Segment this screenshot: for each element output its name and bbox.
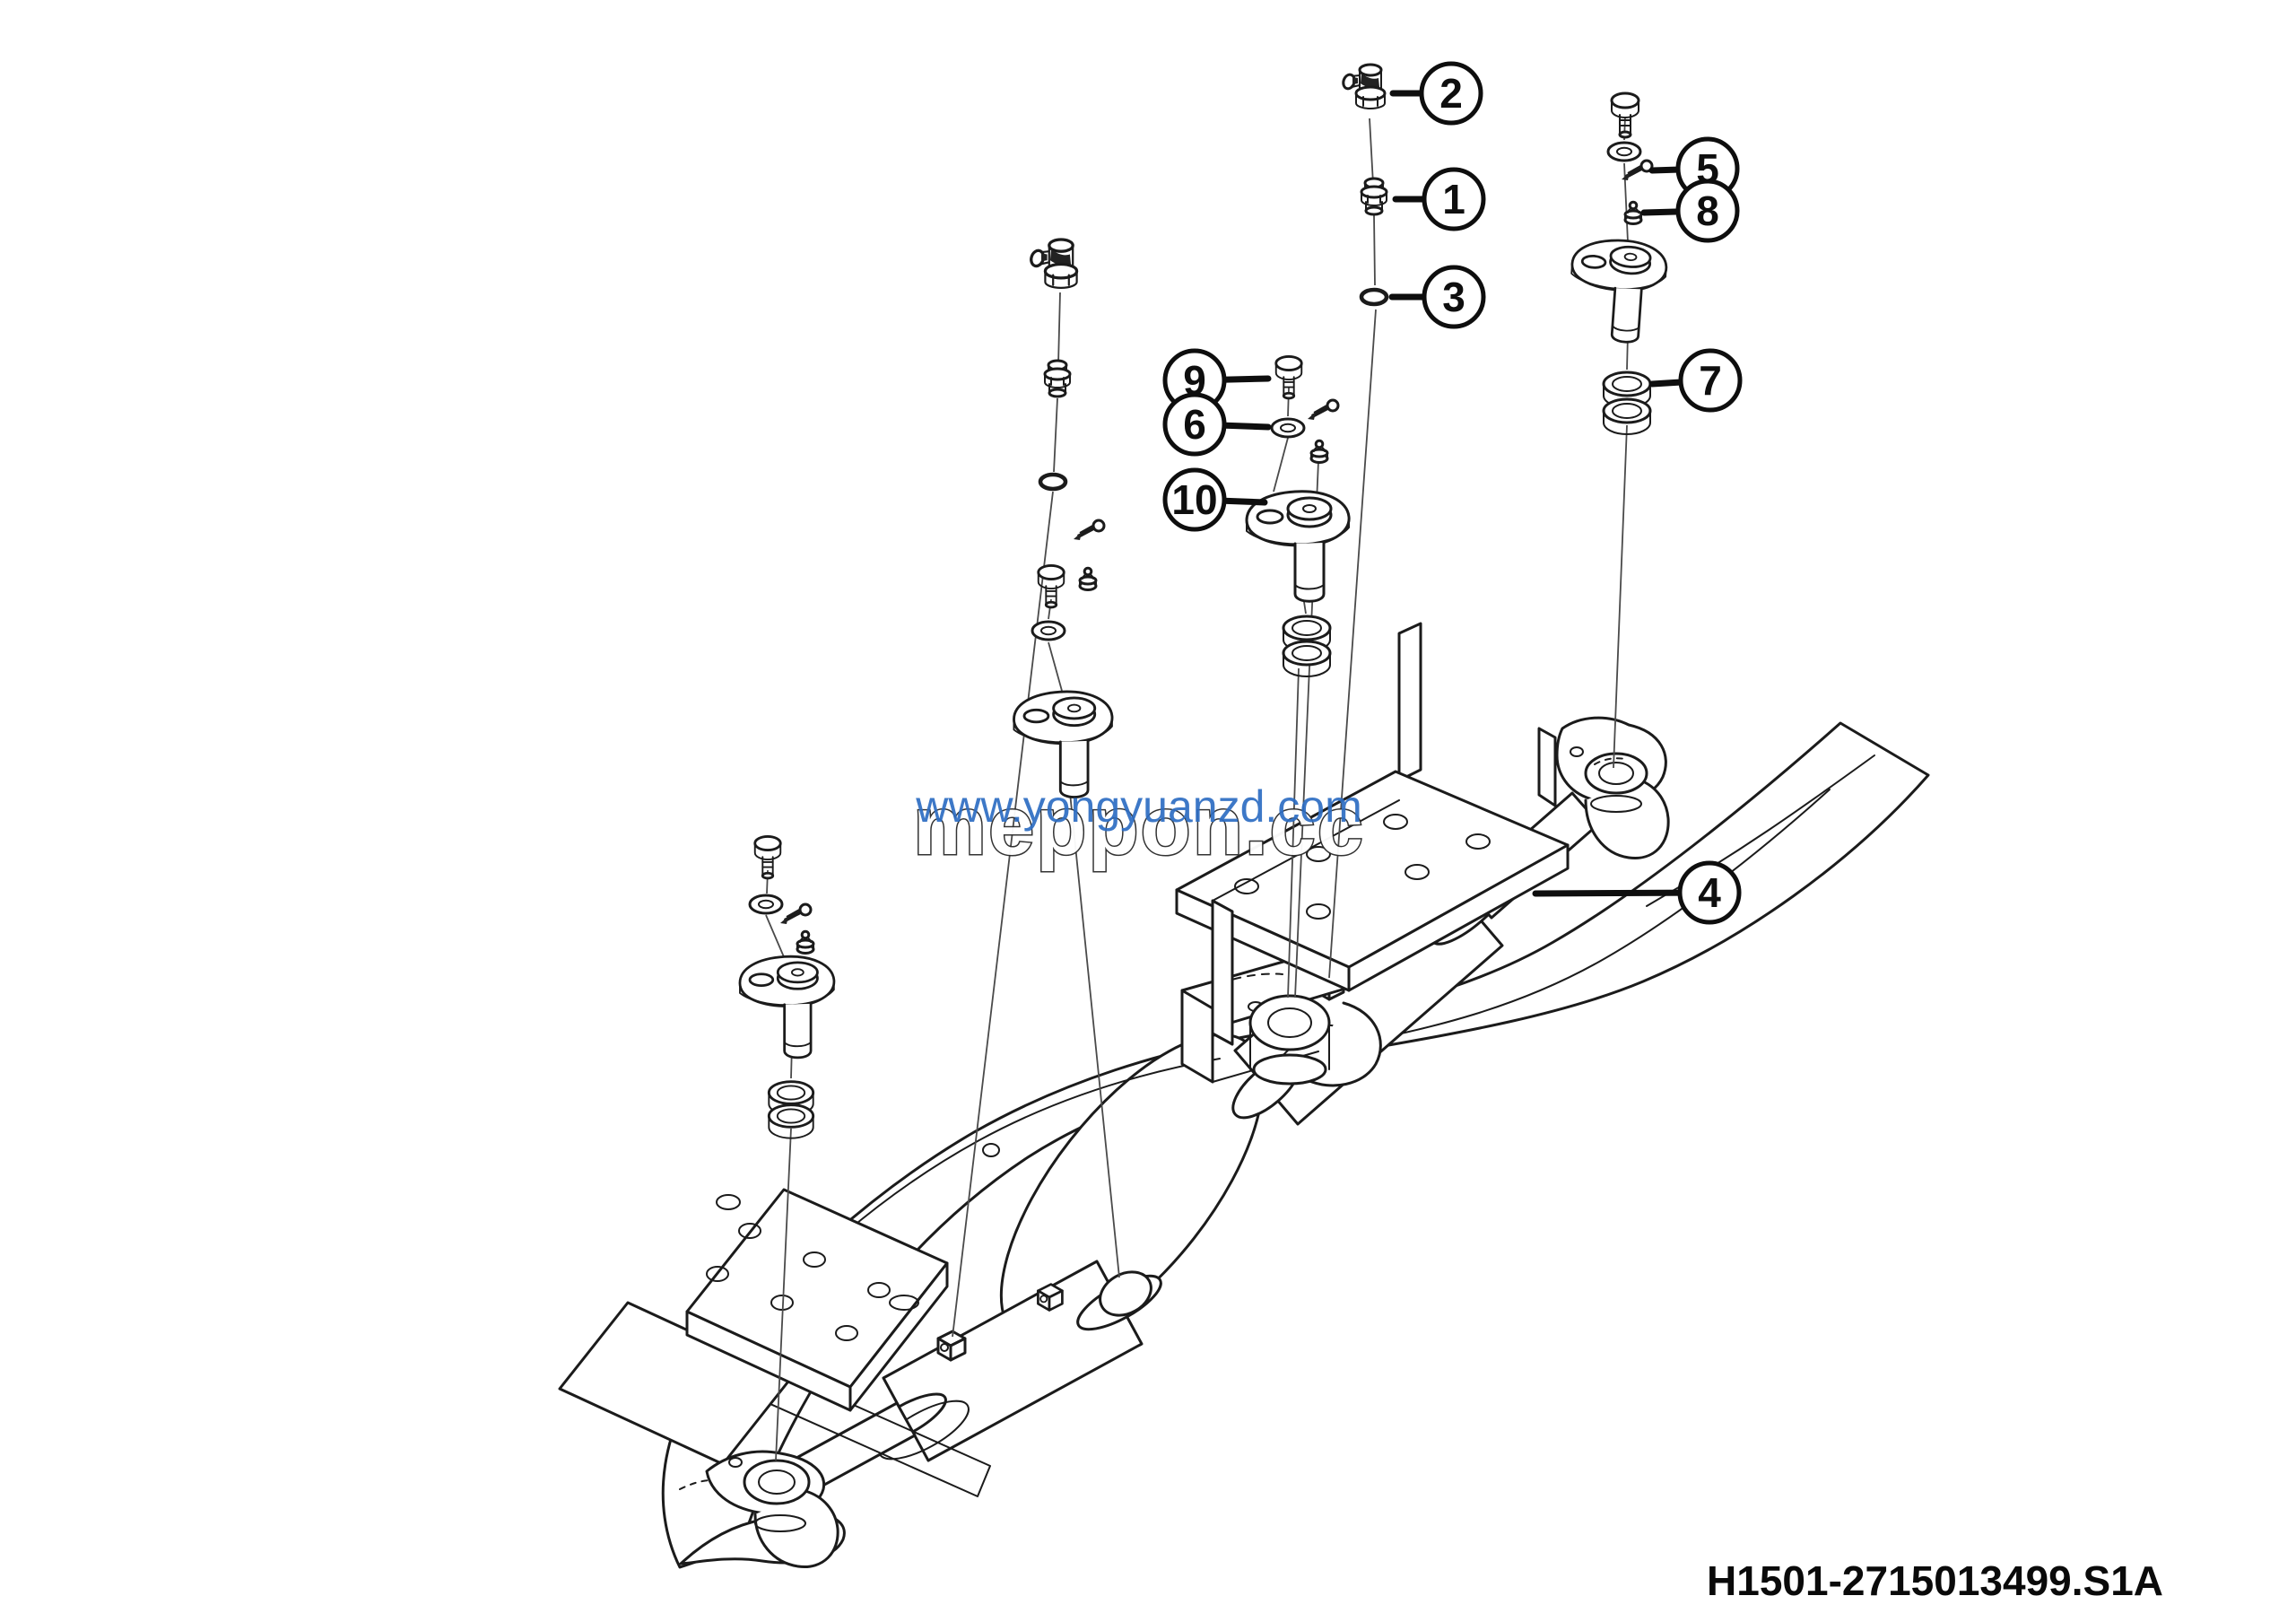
cotter-pin-icon: [1308, 400, 1338, 420]
bolt-icon: [1610, 92, 1640, 139]
grease-nipple-icon: [796, 929, 815, 955]
bolt-icon: [1037, 563, 1065, 609]
callout-number-10: 10: [1171, 476, 1217, 523]
callout-balloon-10: [1162, 467, 1227, 532]
bolt-icon: [1274, 354, 1303, 400]
bushing-ring-icon: [1282, 640, 1332, 678]
washer-icon: [1270, 417, 1306, 439]
callout-number-6: 6: [1183, 401, 1206, 448]
callout-balloon-2: [1419, 61, 1483, 126]
grease-nipple-icon: [1309, 439, 1329, 464]
grease-nipple-icon: [1623, 200, 1643, 225]
cotter-pin-icon: [1074, 520, 1104, 540]
left-steering-cylinder: [796, 1260, 1162, 1491]
callout-number-4: 4: [1698, 869, 1721, 916]
bolt-icon: [753, 834, 782, 880]
callout-number-7: 7: [1699, 357, 1722, 404]
washer-icon: [1031, 620, 1066, 641]
callout-balloon-4: [1677, 860, 1742, 925]
watermark-brand-text: meppon.cc: [913, 780, 1365, 872]
left-knuckle: [679, 1450, 846, 1568]
axle-beam: [661, 721, 1930, 1569]
watermark-url-text: www.yongyuanzd.com: [915, 781, 1361, 832]
callout-number-2: 2: [1439, 70, 1463, 117]
cotter-pin-icon: [1622, 161, 1652, 180]
oring-icon: [1040, 475, 1065, 489]
left-mounting-plate: [558, 1188, 991, 1497]
washer-icon: [748, 894, 784, 915]
straight-fitting-icon: [1043, 359, 1072, 398]
callout-balloon-7: [1678, 348, 1743, 413]
grease-elbow-fitting-icon: [1027, 238, 1079, 290]
kingpin-icon: [1245, 490, 1351, 603]
axle-assembly-drawing: [558, 622, 1930, 1569]
hydraulic-port-icon: [1037, 1283, 1064, 1312]
callout-balloon-1: [1422, 167, 1486, 231]
callout-balloon-3: [1422, 265, 1486, 329]
grease-elbow-fitting-icon: [1340, 63, 1387, 110]
hydraulic-port-icon: [936, 1330, 967, 1362]
callout-number-8: 8: [1696, 187, 1719, 234]
callout-number-1: 1: [1442, 176, 1465, 222]
kingpin-icon: [1565, 235, 1670, 346]
watermark: meppon.cc www.yongyuanzd.com: [912, 780, 1365, 874]
callout-balloon-6: [1162, 392, 1227, 457]
oring-icon: [1361, 290, 1387, 304]
washer-icon: [1606, 141, 1642, 162]
straight-fitting-icon: [1360, 177, 1388, 216]
grease-nipple-icon: [1078, 566, 1098, 591]
cotter-pin-icon: [780, 904, 811, 924]
explosion-axis-lines: [765, 116, 1629, 1461]
right-mounting-plate: [1175, 622, 1570, 1046]
document-code: H1501-2715013499.S1A: [1707, 1557, 2163, 1604]
callout-balloon-8: [1675, 179, 1740, 243]
kingpin-icon: [738, 955, 836, 1060]
callout-number-3: 3: [1442, 274, 1465, 320]
right-knuckle: [1537, 716, 1670, 859]
